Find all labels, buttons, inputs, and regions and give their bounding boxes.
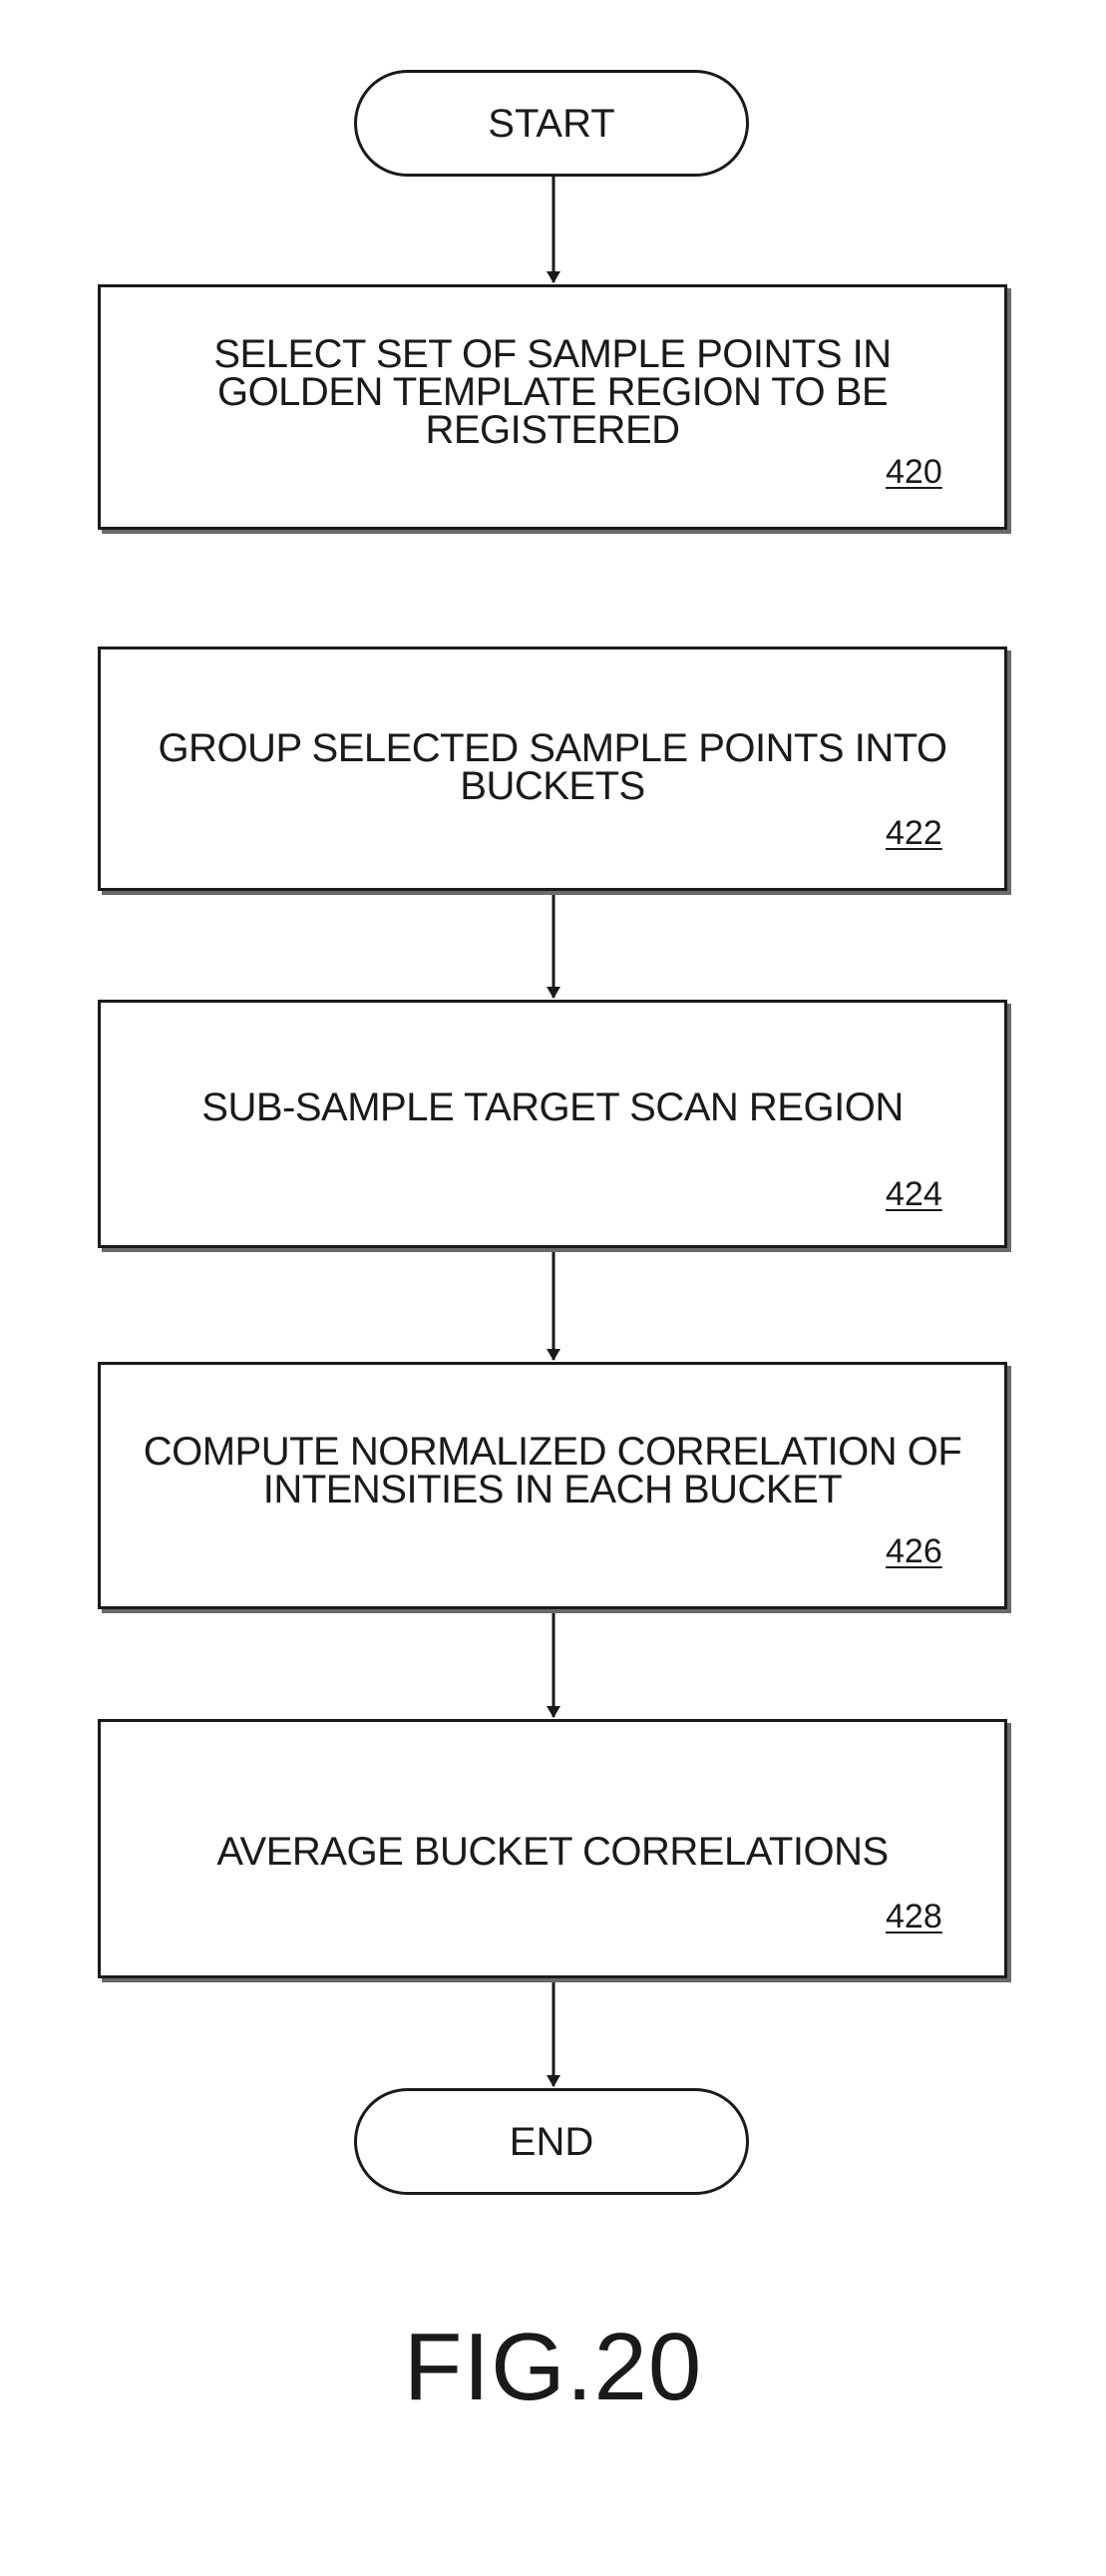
start-label: START bbox=[488, 104, 614, 144]
step-text-428: AVERAGE BUCKET CORRELATIONS bbox=[113, 1833, 992, 1871]
start-terminal: START bbox=[354, 70, 749, 177]
step-box-424: SUB-SAMPLE TARGET SCAN REGION 424 bbox=[98, 1000, 1007, 1248]
step-ref-424: 424 bbox=[886, 1177, 942, 1211]
end-label: END bbox=[510, 2122, 593, 2162]
step-ref-428: 428 bbox=[886, 1900, 942, 1933]
step-text-426: COMPUTE NORMALIZED CORRELATION OF INTENS… bbox=[113, 1433, 992, 1508]
step-ref-420: 420 bbox=[886, 455, 942, 489]
step-ref-426: 426 bbox=[886, 1534, 942, 1568]
figure-label: FIG.20 bbox=[0, 2320, 1106, 2415]
step-text-424: SUB-SAMPLE TARGET SCAN REGION bbox=[113, 1088, 992, 1126]
step-box-428: AVERAGE BUCKET CORRELATIONS 428 bbox=[98, 1719, 1007, 1978]
step-text-422: GROUP SELECTED SAMPLE POINTS INTO BUCKET… bbox=[113, 729, 992, 805]
step-box-426: COMPUTE NORMALIZED CORRELATION OF INTENS… bbox=[98, 1362, 1007, 1609]
step-text-420: SELECT SET OF SAMPLE POINTS IN GOLDEN TE… bbox=[113, 335, 992, 449]
end-terminal: END bbox=[354, 2088, 749, 2195]
step-box-420: SELECT SET OF SAMPLE POINTS IN GOLDEN TE… bbox=[98, 284, 1007, 530]
step-box-422: GROUP SELECTED SAMPLE POINTS INTO BUCKET… bbox=[98, 646, 1007, 891]
step-ref-422: 422 bbox=[886, 816, 942, 850]
